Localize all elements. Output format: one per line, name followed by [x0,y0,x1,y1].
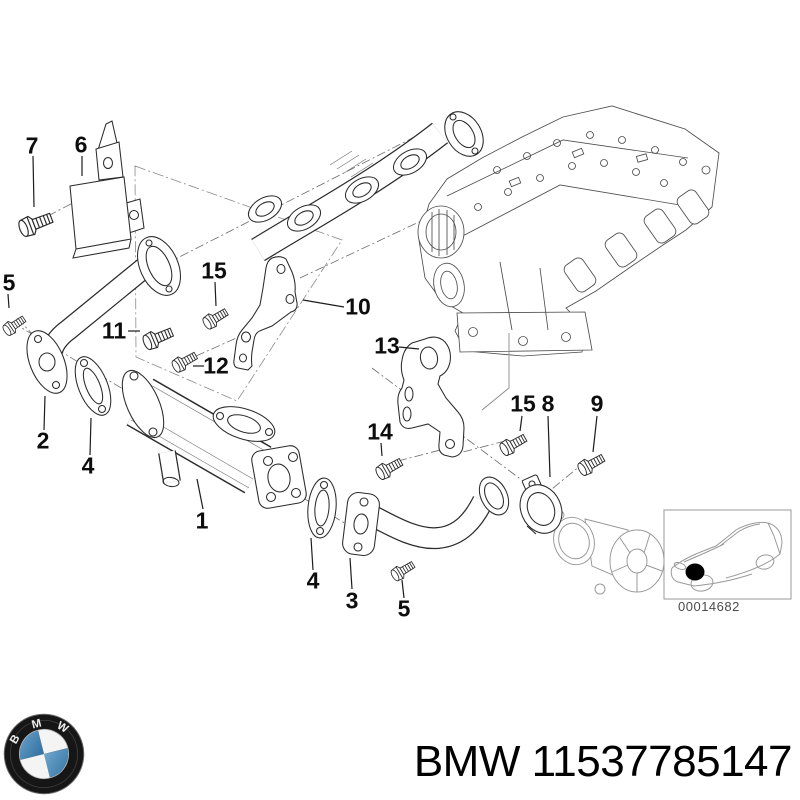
part-label-4: 4 [306,567,320,594]
leader-line-4 [89,417,92,456]
exploded-parts-diagram [0,105,792,600]
clamp-8-drawing [519,474,563,535]
part-label-2: 2 [36,427,50,454]
part-label-1: 1 [195,507,209,534]
part-label-7: 7 [25,132,39,159]
leader-line-5 [401,579,405,599]
gasket-4a-drawing [74,356,112,416]
leader-line-1 [196,478,204,510]
egr-valve-drawing [553,510,665,595]
bmw-logo: B M W [3,713,85,795]
leader-line-9 [592,415,598,453]
bracket-6-drawing [69,120,145,259]
leader-line-2 [43,395,46,431]
leader-line-5 [7,293,10,309]
egr-pipe-3-drawing [342,476,510,556]
leader-lines [7,155,598,599]
part-label-13: 13 [374,332,400,359]
part-label-12: 12 [203,352,229,379]
cylinder-head-drawing [417,105,720,411]
leader-line-15 [519,415,523,432]
exhaust-manifold-drawing [247,111,484,262]
part-label-15: 15 [201,257,227,284]
leader-line-8 [547,415,551,478]
part-label-5: 5 [397,595,411,622]
part-label-15: 15 [510,390,536,417]
assembly-frame [134,165,343,402]
leader-line-4 [310,537,314,571]
logo-letter-m: M [31,717,43,731]
leader-line-15 [214,281,217,307]
part-label-3: 3 [345,587,359,614]
part-label-9: 9 [590,390,604,417]
part-label-5: 5 [2,269,16,296]
leader-line-10 [302,299,345,308]
part-label-6: 6 [74,131,88,158]
leader-line-7 [32,155,35,208]
diagram-code: 00014682 [678,599,740,614]
part-label-11: 11 [101,317,127,344]
part-label-14: 14 [367,418,393,445]
gasket-4b-drawing [307,477,337,539]
leader-line-14 [380,442,383,457]
bracket-13-drawing [397,336,465,458]
part-number-text: BMW 11537785147 [413,737,793,786]
leader-line-13 [398,346,420,350]
part-label-8: 8 [541,390,555,417]
egr-pipe-2-drawing [26,236,181,394]
location-dot [685,563,705,581]
part-label-10: 10 [345,293,371,320]
bracket-10-drawing [233,256,298,371]
vehicle-thumbnail [663,509,792,600]
egr-cooler-drawing [121,369,307,509]
leader-line-3 [349,557,353,590]
part-label-4: 4 [81,452,95,479]
